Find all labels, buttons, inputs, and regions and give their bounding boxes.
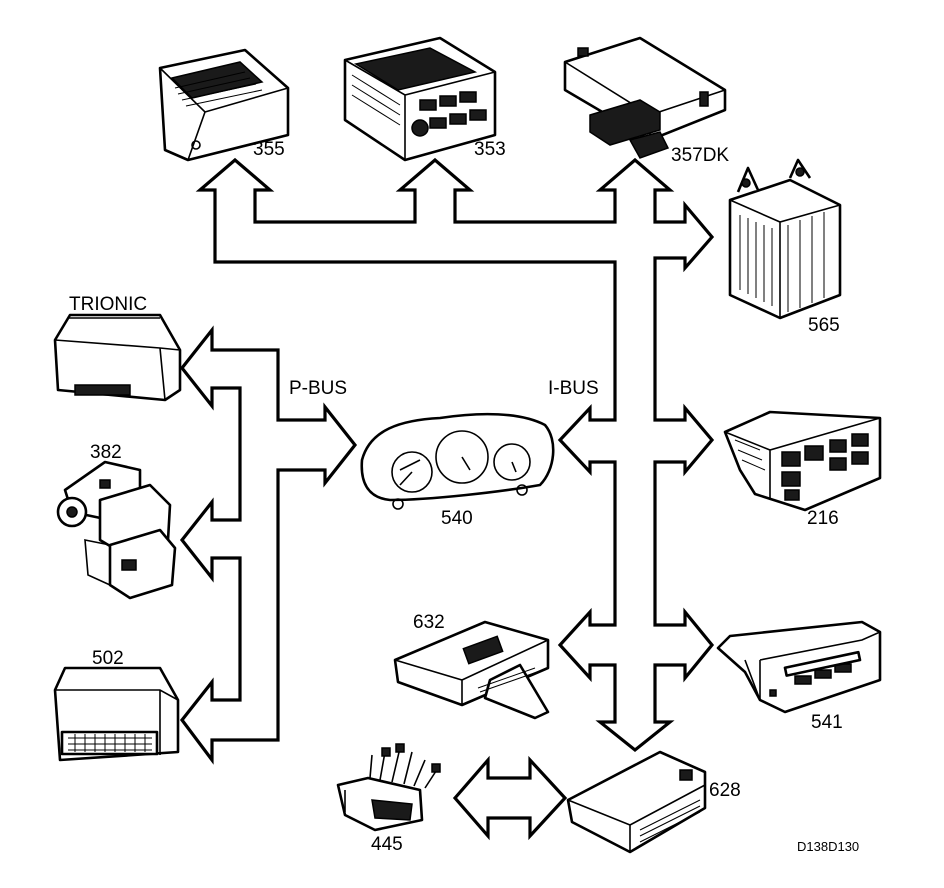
label-445: 445 xyxy=(371,834,403,855)
label-i-bus: I-BUS xyxy=(548,378,599,399)
label-p-bus: P-BUS xyxy=(289,378,347,399)
module-565 xyxy=(728,158,842,320)
p-bus-arrow-network xyxy=(179,325,358,765)
i-bus-arrow-network xyxy=(195,157,715,753)
module-382 xyxy=(56,460,177,600)
module-216 xyxy=(723,410,882,512)
label-353: 353 xyxy=(474,139,506,160)
label-355: 355 xyxy=(253,139,285,160)
module-357dk xyxy=(563,36,727,159)
module-502 xyxy=(53,666,180,762)
label-trionic: TRIONIC xyxy=(69,294,147,315)
module-541 xyxy=(716,620,882,714)
label-216: 216 xyxy=(807,508,839,529)
label-382: 382 xyxy=(90,442,122,463)
module-trionic xyxy=(53,313,182,402)
label-502: 502 xyxy=(92,648,124,669)
label-632: 632 xyxy=(413,612,445,633)
module-632 xyxy=(393,620,550,720)
module-353 xyxy=(343,36,497,162)
label-357dk: 357DK xyxy=(671,145,729,166)
obd-link-arrow xyxy=(452,755,568,841)
module-540 xyxy=(360,412,555,510)
p-bus-network xyxy=(179,325,358,765)
label-565: 565 xyxy=(808,315,840,336)
i-bus-network xyxy=(195,157,715,753)
module-355 xyxy=(158,48,290,162)
module-628 xyxy=(566,750,707,854)
module-445 xyxy=(336,743,441,832)
label-541: 541 xyxy=(811,712,843,733)
label-540: 540 xyxy=(441,508,473,529)
drawing-code: D138D130 xyxy=(797,839,859,854)
label-628: 628 xyxy=(709,780,741,801)
